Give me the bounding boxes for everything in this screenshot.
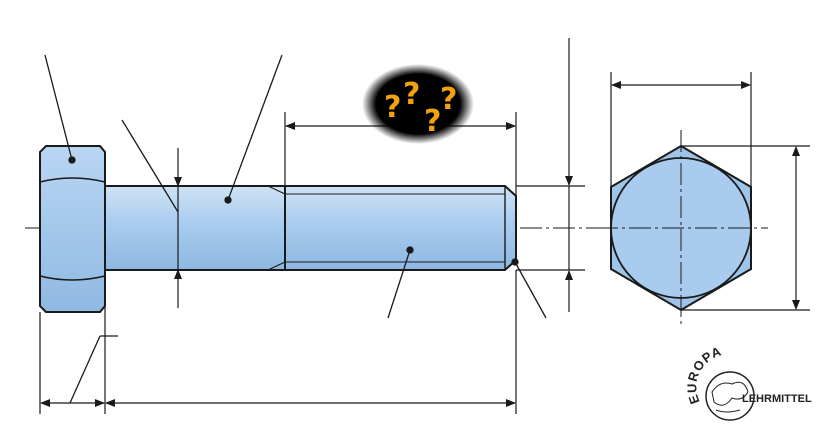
- logo-text-lehrmittel: LEHRMITTEL: [742, 393, 812, 405]
- question-mark-1: ?: [384, 90, 401, 125]
- hex-dimensions: [610, 72, 810, 311]
- bolt-thread: [267, 185, 517, 271]
- question-callout: ? ? ? ?: [362, 64, 474, 144]
- thread-diameter-dimensions: [516, 38, 585, 312]
- question-mark-3: ?: [424, 104, 441, 139]
- length-dimensions: [39, 270, 517, 414]
- europa-lehrmittel-logo: EUROPA LEHRMITTEL: [684, 343, 812, 421]
- question-mark-4: ?: [440, 82, 457, 117]
- question-mark-2: ?: [403, 77, 420, 112]
- bolt-head-end-view: [596, 130, 768, 326]
- leader-lines: [44, 54, 547, 404]
- bolt-head-side: [39, 145, 106, 313]
- bolt-shank: [104, 185, 286, 271]
